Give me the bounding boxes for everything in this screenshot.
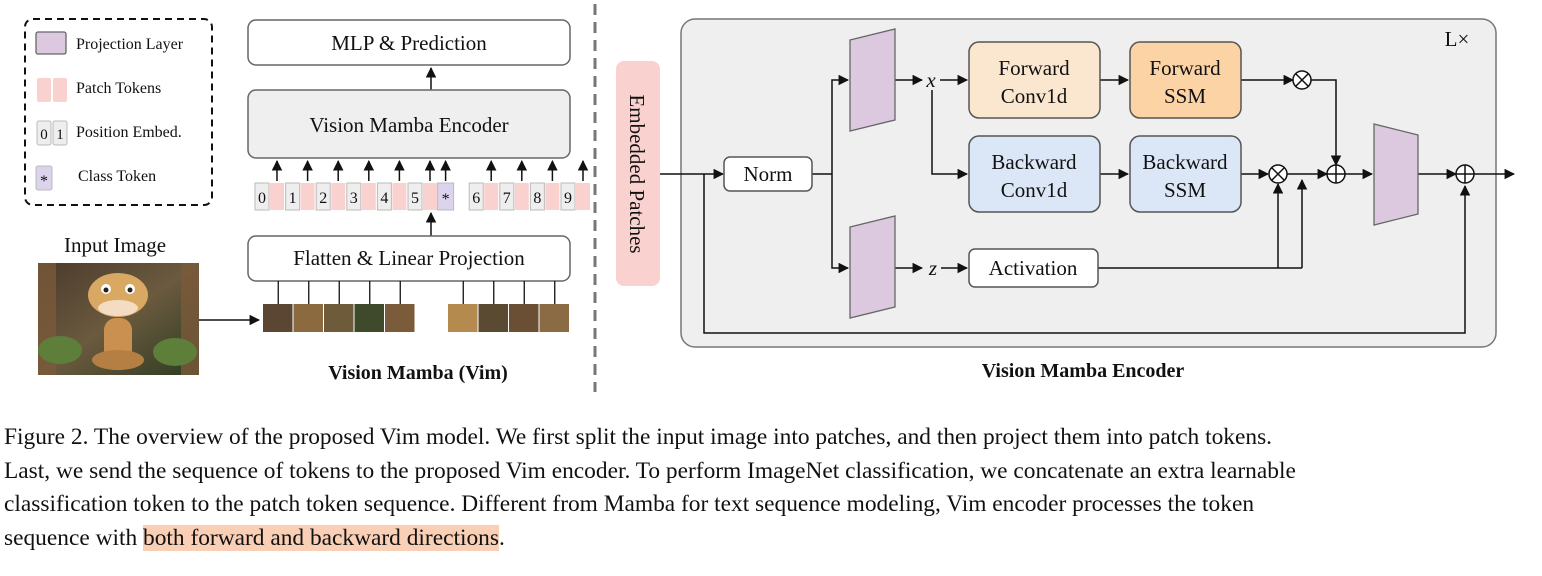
repeat-label: L×: [1445, 27, 1470, 51]
legend-position-label: Position Embed.: [76, 124, 182, 141]
token-label: 7: [503, 190, 511, 207]
token-label: 6: [472, 190, 480, 207]
patch-token: 4: [376, 182, 407, 211]
input-image: [38, 263, 199, 375]
figure-diagram: Projection Layer Patch Tokens 0 1 Positi…: [24, 4, 1516, 392]
legend-projection-swatch: [35, 31, 67, 55]
forward-ssm-label-1: Forward: [1149, 56, 1221, 80]
flatten-label: Flatten & Linear Projection: [293, 246, 525, 270]
forward-conv-label-2: Conv1d: [1001, 84, 1068, 108]
patch-token: 8: [529, 182, 560, 211]
token-row: 0 1 2 3 4 5 * 6 7 8 9: [254, 182, 590, 211]
token-label: 5: [411, 190, 419, 207]
vim-encoder-label: Vision Mamba Encoder: [309, 113, 508, 137]
legend-class-symbol: *: [40, 173, 48, 190]
patch-lines: [277, 281, 556, 304]
projection-x: [849, 28, 896, 132]
legend-projection-label: Projection Layer: [76, 36, 184, 53]
image-patch: [509, 304, 539, 332]
vim-title: Vision Mamba (Vim): [328, 362, 508, 384]
x-label: x: [925, 68, 936, 92]
patch-strip: [263, 304, 569, 332]
patch-token: 0: [254, 182, 284, 211]
backward-conv-box: [968, 135, 1101, 213]
backward-ssm-label-1: Backward: [1142, 150, 1228, 174]
legend-position-digit-0: 0: [40, 127, 48, 143]
projection-out: [1373, 123, 1419, 226]
token-label: 2: [319, 190, 327, 207]
image-patch: [539, 304, 569, 332]
mlp-prediction-label: MLP & Prediction: [331, 31, 487, 55]
caption-line-4-post: .: [498, 524, 505, 551]
patch-token: 6: [468, 182, 499, 211]
caption-line-3: classification token to the patch token …: [4, 491, 1255, 518]
image-patch: [385, 304, 415, 332]
forward-ssm-box: [1129, 41, 1242, 119]
image-patch: [354, 304, 384, 332]
encoder-title: Vision Mamba Encoder: [982, 360, 1185, 382]
flatten-box: [247, 235, 571, 282]
activation-label: Activation: [989, 256, 1078, 280]
token-label: 0: [258, 190, 266, 207]
legend-position-digit-1: 1: [56, 127, 64, 143]
legend-position-swatch: [36, 120, 52, 146]
legend-class-swatch: [35, 165, 53, 191]
caption-line-1-text: The overview of the proposed Vim model. …: [93, 424, 1273, 450]
token-arrows: [271, 159, 589, 236]
patch-token: 9: [560, 182, 590, 211]
caption-line-4-pre: sequence with: [4, 524, 138, 551]
projection-z: [849, 215, 896, 319]
input-image-label: Input Image: [64, 233, 166, 257]
forward-conv-box: [968, 41, 1101, 119]
caption-line-1: Figure 2. The overview of the proposed V…: [4, 421, 1516, 455]
token-label: 3: [350, 190, 358, 207]
vim-encoder-box: [247, 89, 571, 159]
patch-token: 1: [285, 182, 315, 211]
legend-patch-swatch: [37, 78, 51, 102]
activation-box: [968, 248, 1099, 288]
embedded-patches-label: Embedded Patches: [625, 94, 649, 253]
legend: Projection Layer Patch Tokens 0 1 Positi…: [24, 18, 213, 206]
image-patch: [448, 304, 478, 332]
token-label: 8: [533, 190, 541, 207]
z-label: z: [928, 256, 937, 280]
add-icon: [1326, 164, 1346, 184]
class-token: *: [437, 182, 455, 211]
forward-ssm-label-2: SSM: [1164, 84, 1206, 108]
norm-box: [723, 156, 813, 192]
legend-class-label: Class Token: [78, 168, 156, 185]
backward-ssm-label-2: SSM: [1164, 178, 1206, 202]
backward-ssm-box: [1129, 135, 1242, 213]
image-patch: [478, 304, 508, 332]
legend-patch-label: Patch Tokens: [76, 80, 161, 97]
multiply-forward-icon: [1292, 70, 1312, 90]
image-patch: [293, 304, 323, 332]
figure-caption: Figure 2. The overview of the proposed V…: [4, 421, 1516, 555]
forward-conv-label-1: Forward: [998, 56, 1070, 80]
caption-label: Figure 2.: [4, 424, 89, 450]
token-label: 4: [380, 190, 388, 207]
caption-line-4: sequence with both forward and backward …: [4, 522, 1516, 556]
encoder-detail: Embedded Patches L×: [616, 18, 1516, 382]
patch-token: 5: [407, 182, 437, 211]
multiply-backward-icon: [1268, 164, 1288, 184]
backward-conv-label-2: Conv1d: [1001, 178, 1068, 202]
backward-conv-label-1: Backward: [991, 150, 1077, 174]
token-label: *: [442, 191, 450, 208]
patch-token: 3: [346, 182, 376, 211]
image-patch: [263, 304, 293, 332]
caption-highlight: both forward and backward directions: [143, 524, 499, 551]
residual-add-icon: [1455, 164, 1475, 184]
patch-token: 7: [499, 182, 529, 211]
token-label: 1: [289, 190, 297, 207]
token-label: 9: [564, 190, 572, 207]
image-patch: [324, 304, 354, 332]
embedded-patches-box: [616, 61, 660, 286]
mlp-prediction-box: [247, 19, 571, 66]
norm-label: Norm: [744, 162, 793, 186]
patch-token: 2: [315, 182, 346, 211]
caption-line-2: Last, we send the sequence of tokens to …: [4, 457, 1296, 484]
